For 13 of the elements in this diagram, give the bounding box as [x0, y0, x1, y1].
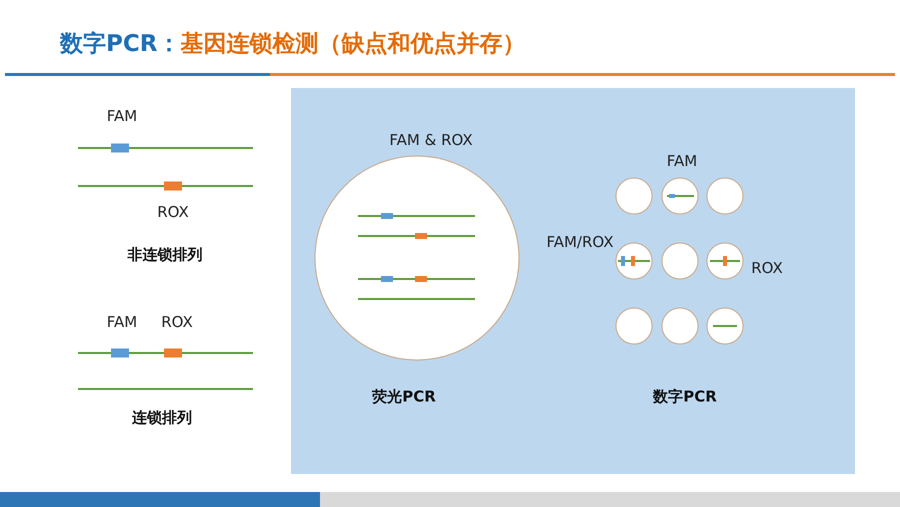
page-title: 数字PCR：基因连锁检测（缺点和优点并存） — [60, 30, 526, 59]
fluorophore-label: FAM — [106, 313, 138, 331]
caption: 数字PCR — [653, 388, 717, 406]
caption: 荧光PCR — [372, 388, 436, 406]
fluorophore-label: ROX — [751, 259, 783, 277]
caption: 连锁排列 — [132, 408, 192, 428]
fluorophore-label: FAM — [666, 152, 698, 170]
fluorophore-label: FAM & ROX — [389, 131, 473, 149]
fluorophore-label: FAM/ROX — [546, 233, 614, 251]
fluorophore-label: FAM — [106, 107, 138, 125]
caption: 非连锁排列 — [128, 246, 202, 264]
fluorophore-label: ROX — [157, 203, 189, 221]
fluorophore-label: ROX — [161, 313, 193, 331]
